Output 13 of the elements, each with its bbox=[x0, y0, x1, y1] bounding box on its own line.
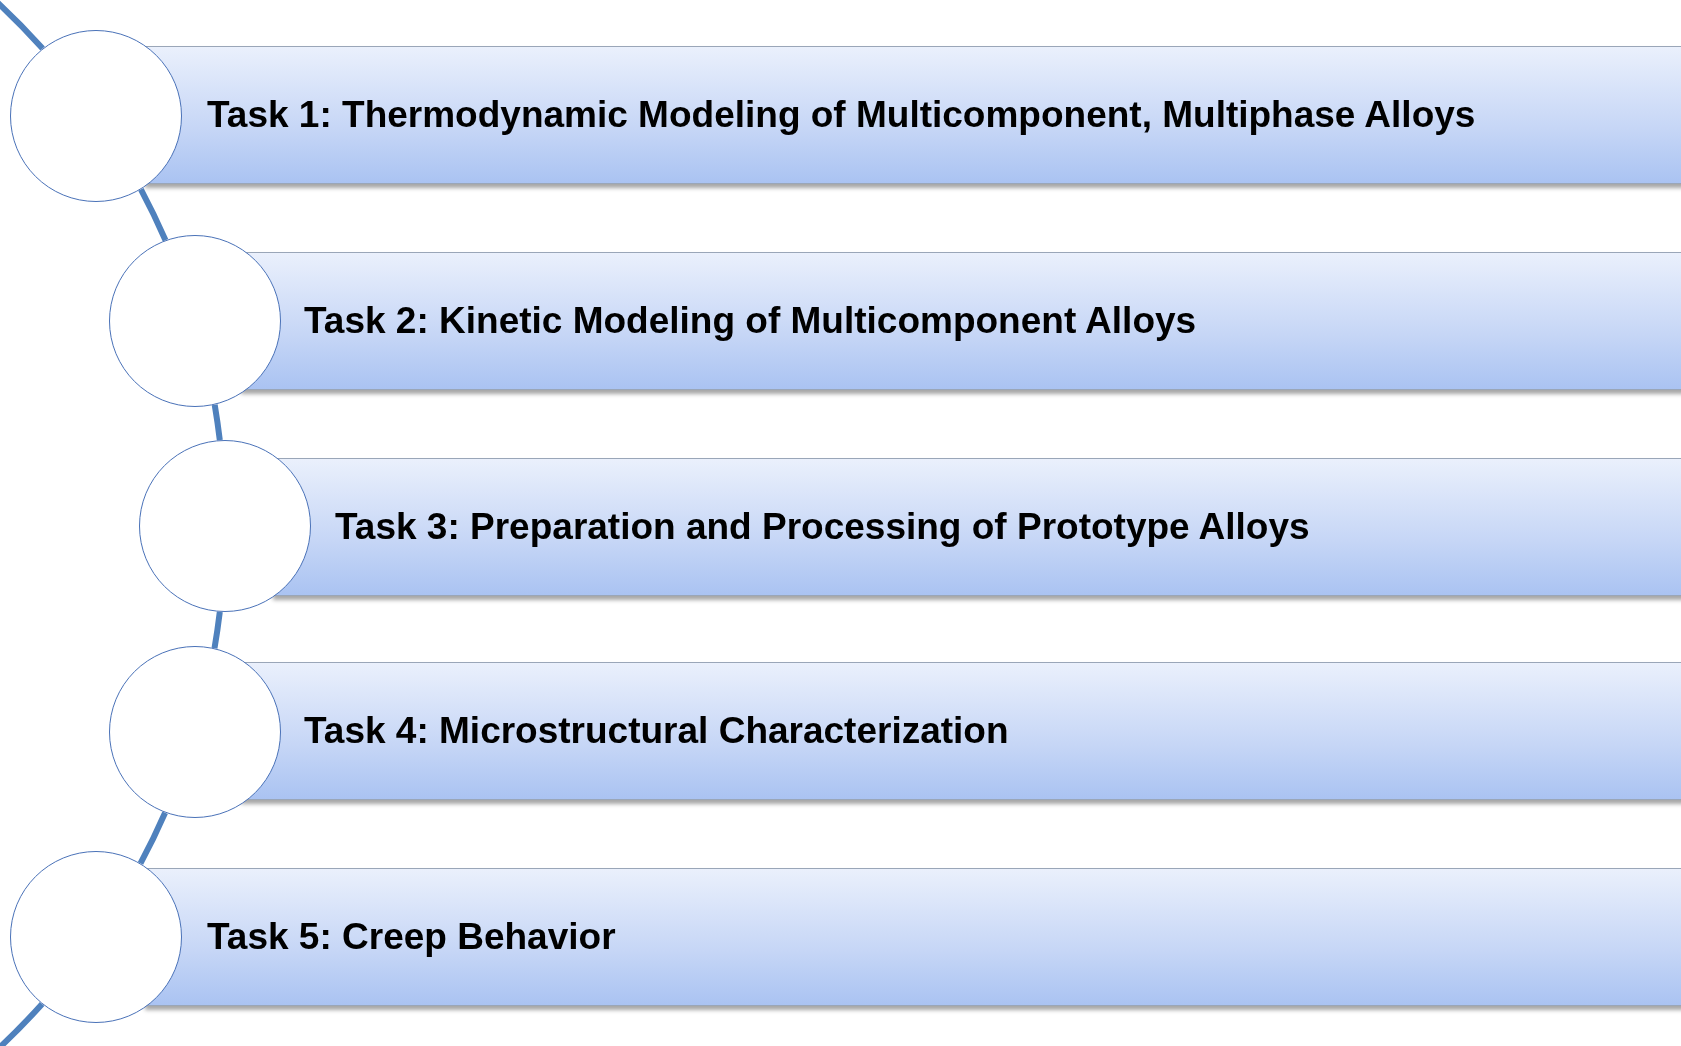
task-bar bbox=[145, 868, 1681, 1006]
arc-connector bbox=[211, 611, 223, 649]
arc-connector bbox=[0, 0, 45, 51]
task-bar bbox=[145, 46, 1681, 184]
task-label: Task 4: Microstructural Characterization bbox=[304, 709, 1010, 754]
task-label: Task 3: Preparation and Processing of Prototype Alloys bbox=[335, 505, 1311, 550]
task-bar bbox=[273, 458, 1681, 596]
task-label: Task 5: Creep Behavior bbox=[207, 915, 617, 960]
task-label: Task 2: Kinetic Modeling of Multicomponent Alloys bbox=[304, 299, 1198, 344]
task-label: Task 1: Thermodynamic Modeling of Multicomponent, Multiphase Alloys bbox=[207, 93, 1477, 138]
arc-connector bbox=[137, 811, 168, 865]
arc-connector bbox=[211, 404, 223, 441]
arc-connector bbox=[138, 187, 169, 242]
